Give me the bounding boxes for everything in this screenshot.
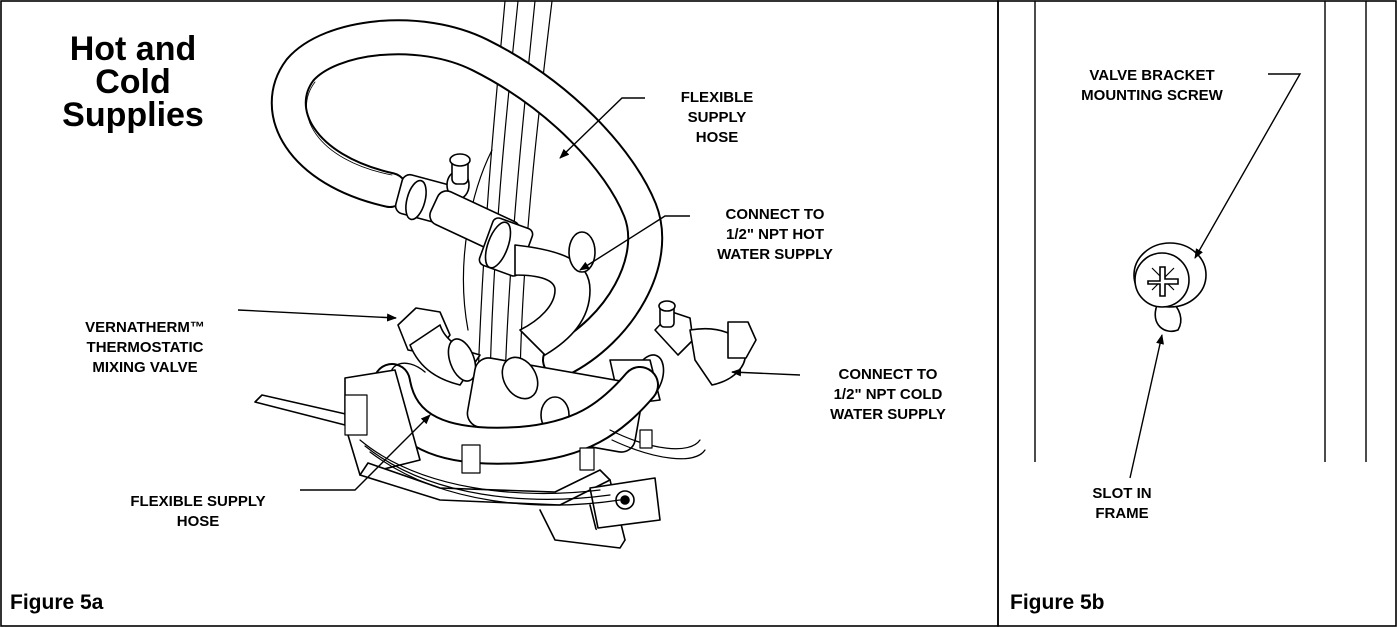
bracket-screw-drawing [1133,242,1207,332]
label-flexible-supply-hose-top: FLEXIBLE SUPPLY HOSE [680,89,754,146]
title-line-3: Supplies [62,96,204,134]
figure-5a-leader-lines [237,97,801,491]
frame-rails [1034,1,1367,462]
label-connect-hot-supply: CONNECT TO 1/2" NPT HOT WATER SUPPLY [717,206,833,263]
figure-5b-frame [997,0,1397,627]
label-valve-bracket-screw: VALVE BRACKET MOUNTING SCREW [1081,67,1223,104]
label-flexible-supply-hose-bottom: FLEXIBLE SUPPLY HOSE [130,493,266,530]
label-slot-in-frame: SLOT IN FRAME [1092,485,1152,522]
label-mixing-valve: VERNATHERM™ THERMOSTATIC MIXING VALVE [85,319,205,376]
figure-5b-leader-lines [1129,73,1302,479]
figure-5b-caption: Figure 5b [1010,591,1105,614]
figure-5a-caption: Figure 5a [10,591,104,614]
title-line-1: Hot and [69,30,197,68]
hot-cold-supplies-title: Hot and Cold Supplies [48,30,218,134]
title-line-2: Cold [95,63,171,101]
valve-assembly-drawing [254,0,757,549]
label-connect-cold-supply: CONNECT TO 1/2" NPT COLD WATER SUPPLY [830,366,946,423]
